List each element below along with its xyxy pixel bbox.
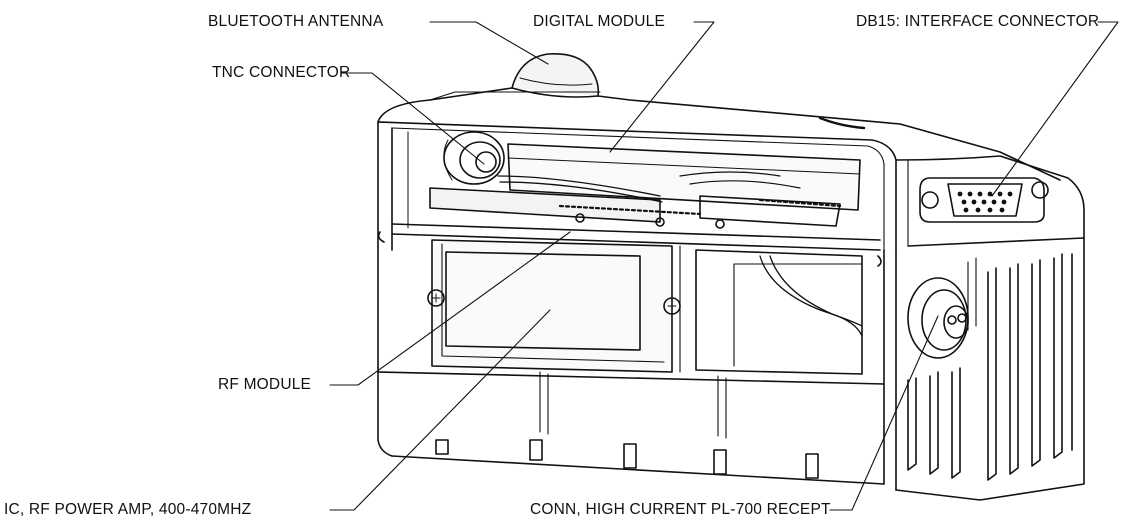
leader-digital <box>609 21 715 153</box>
leader-pl700 <box>829 315 939 511</box>
label-tnc-connector: TNC CONNECTOR <box>212 64 351 81</box>
digital-module-board <box>429 143 861 229</box>
divider-plate <box>377 223 882 267</box>
tnc-connector <box>443 131 505 185</box>
pl700-connector <box>907 277 969 359</box>
leader-bluetooth <box>429 21 549 65</box>
housing-top <box>377 87 1061 181</box>
bluetooth-antenna-dome <box>511 52 600 98</box>
label-bluetooth-antenna: BLUETOOTH ANTENNA <box>208 13 384 30</box>
leader-rf-module <box>329 231 571 386</box>
leader-db15 <box>991 21 1119 197</box>
front-frame <box>377 121 1085 457</box>
label-digital-module: DIGITAL MODULE <box>533 13 665 30</box>
label-high-current-conn: CONN, HIGH CURRENT PL-700 RECEPT <box>530 501 831 518</box>
db15-connector <box>919 177 1049 223</box>
leader-lines <box>329 21 1119 511</box>
harness-compartment <box>679 245 863 375</box>
label-rf-module: RF MODULE <box>218 376 312 393</box>
leader-rf-amp <box>329 309 551 511</box>
lower-body <box>377 249 897 491</box>
rf-module-block <box>427 239 681 373</box>
label-rf-power-amp: IC, RF POWER AMP, 400-470MHZ <box>4 501 252 518</box>
label-db15-connector: DB15: INTERFACE CONNECTOR <box>856 13 1100 30</box>
heat-sink-fins <box>895 237 1085 501</box>
leader-tnc <box>340 72 485 165</box>
